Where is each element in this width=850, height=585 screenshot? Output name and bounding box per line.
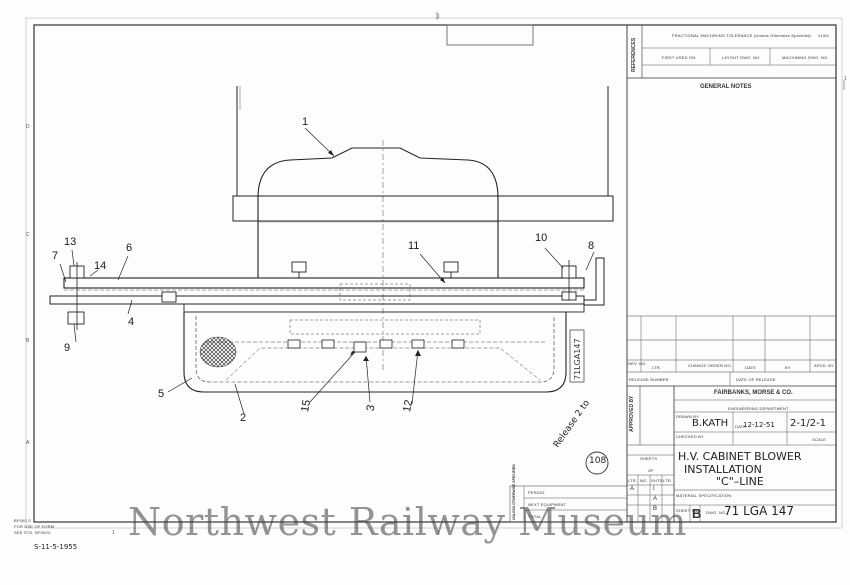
- rev-header-by: BY: [785, 365, 791, 370]
- tolerance-value: ±1/64: [818, 33, 829, 38]
- dwg-no-label: DWG. NO.: [706, 510, 727, 515]
- stamp-left: S-11-5-1955: [34, 543, 78, 551]
- of-label: OF: [648, 468, 654, 473]
- rev-header-co: CHANGE ORDER NO.: [688, 363, 733, 368]
- form-code-1: BF900-3: [14, 518, 31, 523]
- approved-label: APPROVED BY: [629, 395, 635, 432]
- callout-9: 9: [64, 342, 71, 354]
- zone-a: A: [26, 440, 30, 446]
- callout-11: 11: [408, 240, 420, 252]
- rev-header-ltr: LTR.: [652, 365, 662, 370]
- material-label: MATERIAL SPECIFICATION: [676, 493, 732, 498]
- sheet-col-4: LTR.: [663, 478, 673, 483]
- sheet-cell-2b: A: [653, 496, 658, 502]
- sheet-col-3: SHTS.: [651, 478, 664, 483]
- size-label: SHEET SIZE: [676, 508, 702, 513]
- small-box-total: TOTAL: [528, 514, 542, 519]
- ref-machining: MACHINING DWG. NO.: [782, 55, 829, 60]
- form-code-2: FOR USE OF FORM: [14, 524, 55, 529]
- ref-first-used: FIRST USED ON: [662, 55, 696, 60]
- references-label: REFERENCES: [631, 37, 637, 72]
- museum-watermark: Northwest Railway Museum: [128, 500, 687, 544]
- date-value: 12-12-51: [743, 421, 775, 429]
- small-box-next: NEXT EQUIPMENT: [528, 502, 567, 507]
- callout-4: 4: [128, 316, 135, 328]
- title-line-3: "C"–LINE: [716, 475, 764, 488]
- ref-layout: LAYOUT DWG. NO.: [722, 55, 761, 60]
- department-label: ENGINEERING DEPARTMENT: [728, 406, 789, 411]
- sheet-cell-3b: B: [653, 506, 658, 512]
- release-number-label: RELEASE NUMBER: [629, 377, 669, 382]
- dwg-no-value: 71 LGA 147: [724, 504, 794, 518]
- zone-bottom-2: 1: [437, 530, 440, 536]
- callout-2: 2: [240, 412, 247, 424]
- sheet-col-2: NO.: [640, 478, 648, 483]
- title-line-2: INSTALLATION: [684, 463, 762, 476]
- callout-10: 10: [535, 232, 548, 244]
- company-name: FAIRBANKS, MORSE & CO.: [714, 390, 793, 396]
- rev-header-date: DATE: [745, 365, 757, 370]
- scale-value: 2-1/2-1: [790, 418, 827, 429]
- callout-6: 6: [126, 242, 133, 254]
- rev-header-apvd: APVD. BY: [814, 363, 835, 368]
- sheets-label: SHEETS: [640, 456, 658, 461]
- rev-header-no: REV. NO.: [628, 361, 647, 366]
- callout-14: 14: [94, 260, 107, 272]
- part-stamp: 71LGA147: [573, 338, 582, 380]
- callout-5: 5: [158, 388, 165, 400]
- zone-right-1: 1: [844, 76, 847, 82]
- tolerance-label: FRACTIONAL MACHINING TOLERANCE (Unless O…: [672, 33, 812, 38]
- zone-c: C: [26, 232, 30, 238]
- small-box-period: PERIOD: [528, 490, 545, 495]
- sheet-col-1: LTR.: [628, 478, 638, 483]
- drawn-by-value: B.KATH: [692, 418, 729, 429]
- size-value: B: [692, 506, 702, 521]
- sheet-cell-1b: I: [653, 486, 655, 492]
- callout-1: 1: [302, 116, 309, 128]
- sheet-cell-1a: A: [630, 486, 635, 492]
- general-notes: GENERAL NOTES: [700, 84, 752, 90]
- callout-12: 12: [401, 398, 416, 414]
- date-label: DATE: [735, 424, 747, 429]
- form-code-3: SEE STD. BF900C: [14, 530, 52, 535]
- handwritten-circle-number: 108: [589, 456, 607, 466]
- checked-label: CHECKED BY: [676, 434, 705, 439]
- scale-label: SCALE: [812, 437, 827, 442]
- zone-d: D: [26, 124, 30, 130]
- zone-top-1: 1: [437, 14, 440, 20]
- callout-8: 8: [588, 240, 595, 252]
- callout-15: 15: [299, 398, 314, 414]
- zone-bottom-1: 1: [112, 530, 115, 536]
- date-of-release-label: DATE OF RELEASE: [736, 377, 776, 382]
- callout-7: 7: [52, 250, 59, 262]
- zone-b: B: [26, 338, 30, 344]
- drawn-by-label: DRAWN BY: [676, 414, 700, 419]
- title-line-1: H.V. CABINET BLOWER: [678, 450, 802, 463]
- callout-13: 13: [64, 236, 77, 248]
